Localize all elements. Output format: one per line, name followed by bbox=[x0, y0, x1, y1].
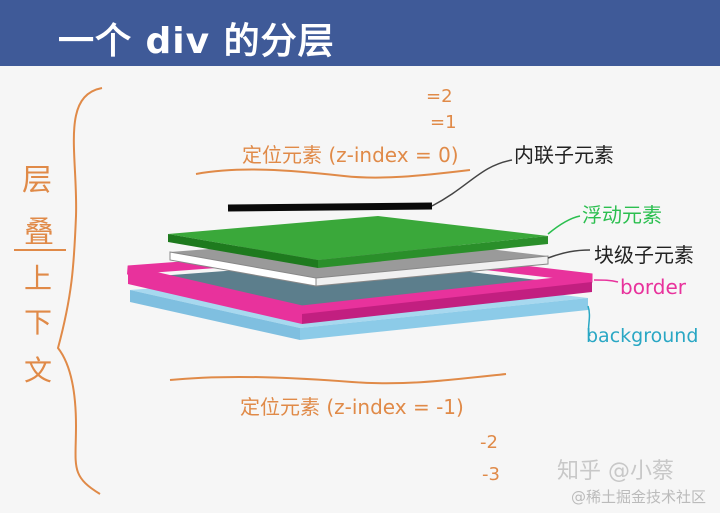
stack-context-char-1: 层 bbox=[22, 163, 52, 198]
background-pointer bbox=[587, 305, 591, 337]
stack-context-char-5: 文 bbox=[24, 354, 52, 387]
float-label: 浮动元素 bbox=[582, 203, 662, 227]
watermark-zhihu: 知乎 @小蔡 bbox=[557, 459, 674, 484]
left-brace bbox=[56, 87, 103, 495]
float-layer-top bbox=[168, 216, 548, 260]
stack-context-char-3: 上 bbox=[24, 262, 52, 295]
border-layer-front bbox=[128, 274, 302, 324]
background-layer-front bbox=[130, 290, 300, 340]
block-pointer bbox=[547, 249, 591, 259]
float-pointer bbox=[547, 215, 581, 235]
bottom-brace bbox=[169, 373, 507, 385]
zindex-neg3-label: -3 bbox=[482, 464, 500, 485]
border-label: border bbox=[620, 275, 687, 299]
zindex-2-label: =2 bbox=[426, 86, 453, 107]
inline-child-label: 内联子元素 bbox=[514, 143, 614, 167]
inline-pointer bbox=[431, 159, 513, 207]
background-layer-side bbox=[300, 298, 588, 340]
float-layer-front bbox=[168, 234, 318, 268]
watermark-juejin: @稀土掘金技术社区 bbox=[570, 488, 706, 506]
block-layer-side bbox=[315, 255, 549, 287]
background-label: background bbox=[586, 325, 698, 347]
slide-header: 一个 div 的分层 bbox=[0, 0, 720, 66]
top-brace bbox=[195, 168, 471, 179]
stack-context-char-4: 下 bbox=[24, 306, 52, 339]
stack-context-char-2: 叠 bbox=[24, 215, 54, 250]
positioned-zero-label: 定位元素 (z-index = 0) bbox=[242, 143, 459, 167]
border-layer-side bbox=[302, 282, 592, 324]
zindex-1-label: =1 bbox=[430, 112, 457, 133]
slide-title: 一个 div 的分层 bbox=[58, 21, 335, 62]
positioned-neg1-label: 定位元素 (z-index = -1) bbox=[240, 395, 464, 419]
inline-child-bar bbox=[227, 202, 433, 212]
float-layer-side bbox=[318, 236, 548, 268]
layer-diagram: 层 叠 上 下 文 =2 =1 定位元素 (z-index = 0) 内联子元素… bbox=[14, 86, 698, 495]
border-pointer bbox=[593, 279, 619, 283]
block-label: 块级子元素 bbox=[594, 243, 694, 267]
zindex-neg2-label: -2 bbox=[480, 432, 498, 453]
